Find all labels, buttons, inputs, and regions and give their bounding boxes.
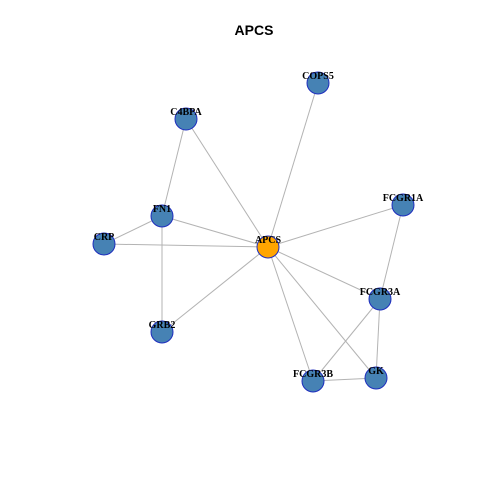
edge-apcs-grb2 bbox=[161, 246, 269, 333]
edge-c4bpa-fn1 bbox=[161, 118, 187, 217]
node-label: APCS bbox=[255, 235, 282, 246]
node-fn1[interactable]: FN1 bbox=[150, 204, 174, 228]
edge-fcgr1a-fcgr3a bbox=[379, 204, 404, 300]
node-circle[interactable] bbox=[92, 232, 116, 256]
edge-apcs-c4bpa bbox=[185, 118, 269, 248]
edge-apcs-fcgr3a bbox=[267, 246, 381, 300]
node-cops5[interactable]: COPS5 bbox=[302, 71, 334, 95]
node-label: GRB2 bbox=[149, 320, 176, 331]
node-circle[interactable] bbox=[391, 193, 415, 217]
node-fcgr1a[interactable]: FCGR1A bbox=[383, 193, 424, 217]
node-circle[interactable] bbox=[174, 107, 198, 131]
node-gk[interactable]: GK bbox=[364, 366, 388, 390]
edge-layer bbox=[103, 82, 404, 382]
node-crp[interactable]: CRP bbox=[92, 232, 116, 256]
node-grb2[interactable]: GRB2 bbox=[149, 320, 176, 344]
node-label: CRP bbox=[94, 232, 115, 243]
node-label: FN1 bbox=[153, 204, 171, 215]
node-label: COPS5 bbox=[302, 71, 334, 82]
node-apcs[interactable]: APCS bbox=[255, 235, 282, 259]
node-c4bpa[interactable]: C4BPA bbox=[170, 107, 203, 131]
edge-fcgr3a-gk bbox=[375, 298, 381, 379]
node-circle[interactable] bbox=[150, 204, 174, 228]
node-circle[interactable] bbox=[150, 320, 174, 344]
node-label: FCGR3A bbox=[360, 287, 401, 298]
node-circle[interactable] bbox=[301, 369, 325, 393]
edge-apcs-fn1 bbox=[161, 215, 269, 248]
edge-fcgr3a-fcgr3b bbox=[312, 298, 381, 382]
node-circle[interactable] bbox=[306, 71, 330, 95]
node-circle[interactable] bbox=[256, 235, 280, 259]
node-label: FCGR1A bbox=[383, 193, 424, 204]
node-label: GK bbox=[368, 366, 384, 377]
edge-apcs-fcgr3b bbox=[267, 246, 314, 382]
node-circle[interactable] bbox=[364, 366, 388, 390]
node-fcgr3b[interactable]: FCGR3B bbox=[293, 369, 333, 393]
graph-title: APCS bbox=[235, 22, 274, 38]
node-circle[interactable] bbox=[368, 287, 392, 311]
edge-apcs-fcgr1a bbox=[267, 204, 404, 248]
edge-apcs-crp bbox=[103, 243, 269, 248]
edge-apcs-cops5 bbox=[267, 82, 319, 248]
node-fcgr3a[interactable]: FCGR3A bbox=[360, 287, 401, 311]
node-label: FCGR3B bbox=[293, 369, 333, 380]
edge-apcs-gk bbox=[267, 246, 377, 379]
node-label: C4BPA bbox=[170, 107, 202, 118]
